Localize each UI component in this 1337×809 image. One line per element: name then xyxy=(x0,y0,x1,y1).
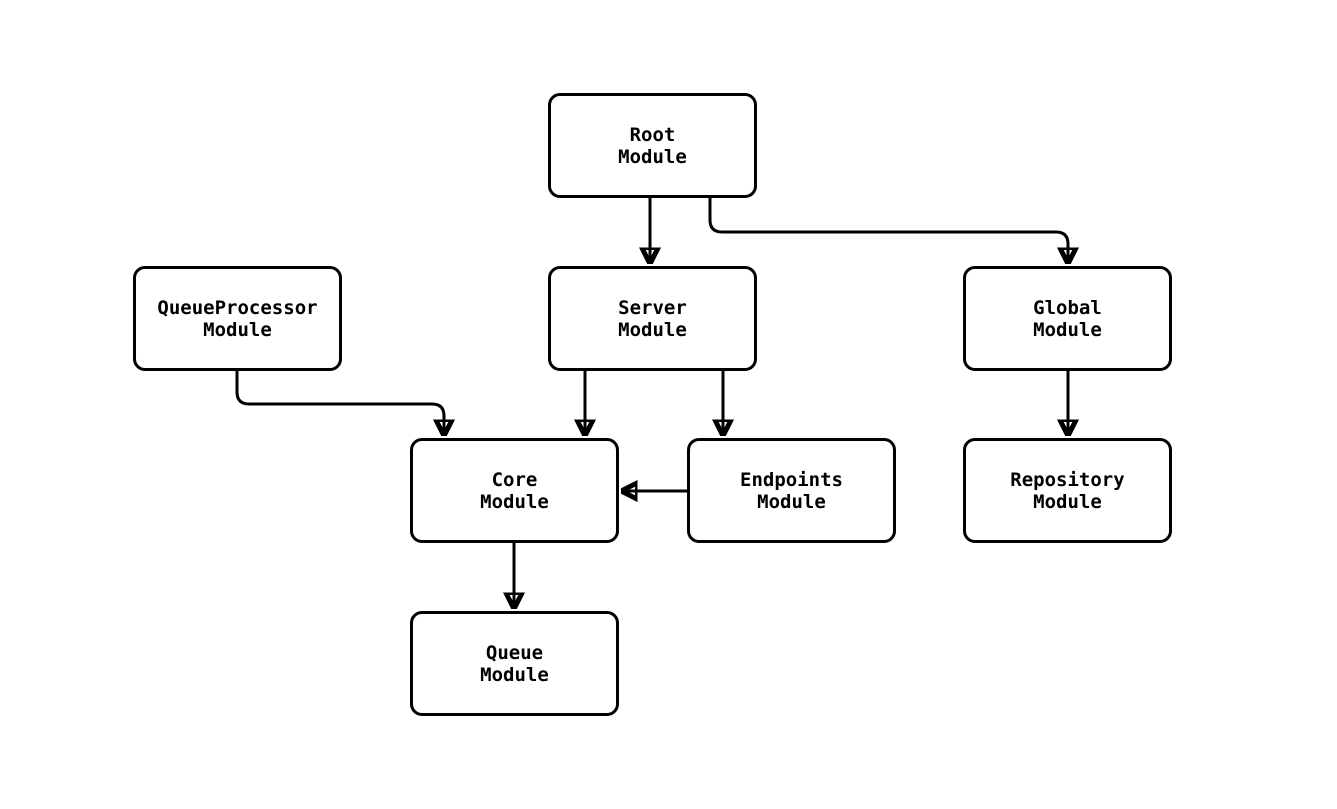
node-core-module: Core Module xyxy=(410,438,619,543)
node-repository-module: Repository Module xyxy=(963,438,1172,543)
node-endpoints-module-label: Endpoints Module xyxy=(740,468,843,513)
node-endpoints-module: Endpoints Module xyxy=(687,438,896,543)
node-queue-module: Queue Module xyxy=(410,611,619,716)
node-root-module-label: Root Module xyxy=(618,123,687,168)
node-repository-module-label: Repository Module xyxy=(1010,468,1125,513)
edge-queueprocessor-to-core xyxy=(235,371,444,436)
edge-root-to-global xyxy=(708,198,1068,264)
node-queueprocessor-module-label: QueueProcessor Module xyxy=(157,296,318,341)
node-global-module: Global Module xyxy=(963,266,1172,371)
node-root-module: Root Module xyxy=(548,93,757,198)
node-global-module-label: Global Module xyxy=(1033,296,1102,341)
node-server-module: Server Module xyxy=(548,266,757,371)
node-queue-module-label: Queue Module xyxy=(480,641,549,686)
node-core-module-label: Core Module xyxy=(480,468,549,513)
node-server-module-label: Server Module xyxy=(618,296,687,341)
node-queueprocessor-module: QueueProcessor Module xyxy=(133,266,342,371)
